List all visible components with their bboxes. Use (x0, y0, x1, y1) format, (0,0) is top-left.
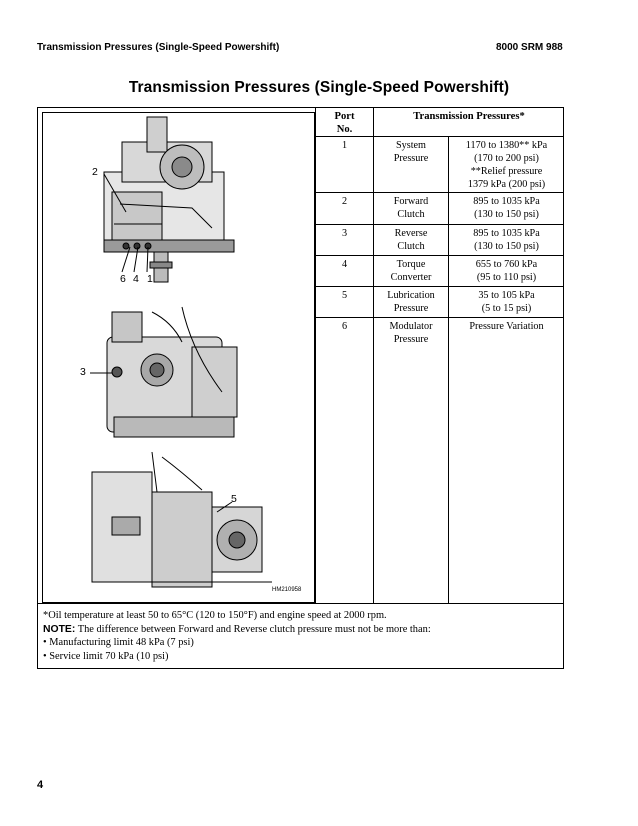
note-text: The difference between Forward and Rever… (75, 623, 431, 635)
column-header-port-line2: No. (336, 124, 353, 135)
pressure-value-line: 655 to 760 kPa (475, 259, 538, 270)
pressure-name-line: System (395, 140, 426, 151)
transmission-illustration (90, 116, 272, 588)
pressure-name: Forward Clutch (374, 195, 448, 221)
pressure-value: Pressure Variation (449, 320, 564, 333)
transmission-rear-view (91, 451, 272, 588)
table-row-rule (315, 286, 564, 287)
port-number: 2 (341, 196, 348, 207)
column-header-port-line1: Port (334, 111, 355, 122)
callout-2: 2 (92, 166, 98, 178)
pressure-value: 35 to 105 kPa (5 to 15 psi) (449, 289, 564, 315)
figure-image-id: HM210958 (272, 587, 302, 593)
pressure-value-line: **Relief pressure (470, 166, 543, 177)
table-row-rule (315, 255, 564, 256)
pressure-value-line: 1379 kPa (200 psi) (467, 179, 546, 190)
clutch-difference-note: NOTE: The difference between Forward and… (43, 623, 558, 637)
pressure-name-line: Lubrication (387, 290, 435, 301)
pressure-value: 655 to 760 kPa (95 to 110 psi) (449, 258, 564, 284)
pressure-value: 895 to 1035 kPa (130 to 150 psi) (449, 227, 564, 253)
pressure-value-line: (170 to 200 psi) (474, 153, 539, 164)
manufacturing-limit: • Manufacturing limit 48 kPa (7 psi) (43, 637, 194, 649)
pressure-name: Modulator Pressure (374, 320, 448, 346)
page-number: 4 (37, 779, 44, 791)
pressure-name-line: Clutch (397, 209, 425, 220)
pressure-value-line: (95 to 110 psi) (476, 272, 537, 283)
callout-3: 3 (80, 366, 86, 378)
transmission-side-view (90, 306, 238, 438)
callout-4: 4 (133, 273, 139, 285)
pressure-name-line: Pressure (393, 334, 429, 345)
pressure-name: Torque Converter (374, 258, 448, 284)
pressure-value-line: 895 to 1035 kPa (473, 196, 540, 207)
port-number: 5 (341, 290, 348, 301)
pressure-name-line: Converter (390, 272, 432, 283)
table-row-rule (315, 224, 564, 225)
pressure-value-line: (130 to 150 psi) (474, 241, 539, 252)
port-number: 6 (341, 321, 348, 332)
service-limit: • Service limit 70 kPa (10 psi) (43, 651, 169, 663)
pressure-value-line: 1170 to 1380** kPa (465, 140, 548, 151)
transmission-top-view (103, 116, 235, 283)
pressure-value-line: 895 to 1035 kPa (473, 228, 540, 239)
pressure-name-line: Pressure (393, 153, 429, 164)
pressure-value: 1170 to 1380** kPa (170 to 200 psi) **Re… (449, 139, 564, 191)
pressure-name-line: Reverse (394, 228, 428, 239)
table-divider-name (448, 136, 449, 603)
port-number: 1 (341, 140, 348, 151)
running-header-title: Transmission Pressures (Single-Speed Pow… (37, 42, 280, 53)
pressure-name: Lubrication Pressure (374, 289, 448, 315)
table-divider-figure (315, 107, 316, 603)
pressure-name-line: Forward (393, 196, 429, 207)
oil-temperature-note: *Oil temperature at least 50 to 65°C (12… (43, 610, 387, 621)
note-label: NOTE: (43, 623, 76, 635)
table-notes: *Oil temperature at least 50 to 65°C (12… (43, 609, 558, 664)
callout-1: 1 (147, 273, 153, 285)
pressure-value-line: Pressure Variation (469, 321, 544, 332)
table-divider-port (373, 107, 374, 603)
callout-5: 5 (231, 493, 237, 505)
column-header-port: Port No. (316, 110, 373, 136)
notes-rule (37, 603, 564, 604)
pressure-name-line: Pressure (393, 303, 429, 314)
transmission-figure-frame (42, 112, 315, 603)
pressure-value: 895 to 1035 kPa (130 to 150 psi) (449, 195, 564, 221)
pressure-value-line: 35 to 105 kPa (478, 290, 535, 301)
port-number: 3 (341, 228, 348, 239)
pressure-name: System Pressure (374, 139, 448, 165)
pressure-value-line: (130 to 150 psi) (474, 209, 539, 220)
pressure-name: Reverse Clutch (374, 227, 448, 253)
pressure-name-line: Clutch (397, 241, 425, 252)
table-header-rule (315, 136, 564, 137)
pressure-value-line: (5 to 15 psi) (481, 303, 532, 314)
pressure-name-line: Modulator (389, 321, 433, 332)
port-number: 4 (341, 259, 348, 270)
table-row-rule (315, 317, 564, 318)
table-row-rule (315, 192, 564, 193)
page-title: Transmission Pressures (Single-Speed Pow… (128, 79, 510, 96)
pressure-name-line: Torque (396, 259, 426, 270)
callout-6: 6 (120, 273, 126, 285)
column-header-pressures: Transmission Pressures* (413, 111, 525, 122)
pressure-table-box (37, 107, 564, 669)
running-header-manual-number: 8000 SRM 988 (496, 42, 563, 53)
